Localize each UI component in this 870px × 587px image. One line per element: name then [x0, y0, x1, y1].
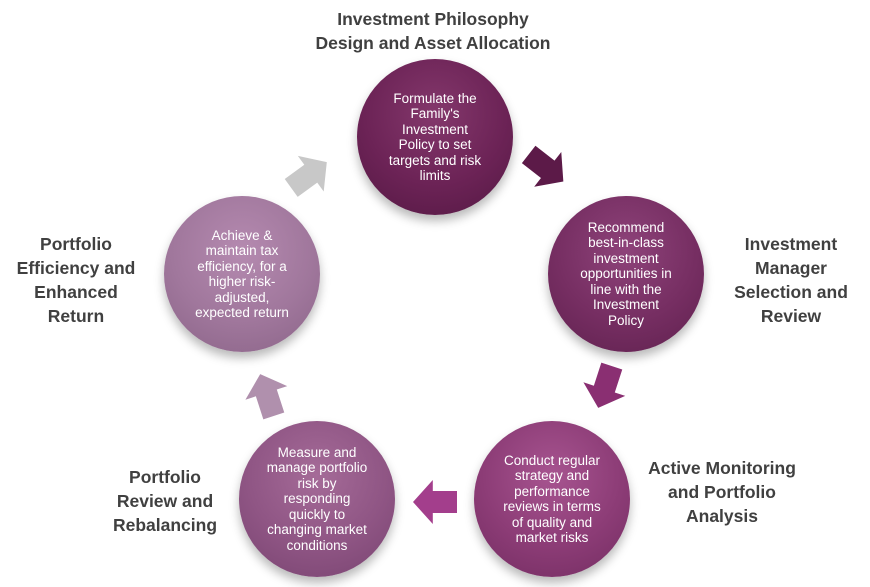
- step-label-investment-philosophy: Investment Philosophy Design and Asset A…: [315, 9, 551, 53]
- step-circle-investment-manager-selection: Recommend best-in-class investment oppor…: [548, 196, 704, 352]
- arrow-step5-to-step1-icon: [284, 155, 327, 197]
- step-label-portfolio-review: Portfolio Review and Rebalancing: [112, 467, 218, 535]
- step-text-portfolio-efficiency: Achieve & maintain tax efficiency, for a…: [195, 227, 289, 321]
- step-circle-portfolio-efficiency: Achieve & maintain tax efficiency, for a…: [164, 196, 320, 352]
- step-text-portfolio-review: Measure and manage portfolio risk by res…: [266, 444, 368, 553]
- step-label-portfolio-efficiency: Portfolio Efficiency and Enhanced Return: [16, 234, 136, 326]
- arrow-step4-to-step5-icon: [245, 374, 288, 420]
- arrow-shape: [413, 480, 457, 524]
- arrow-step2-to-step3-icon: [583, 362, 626, 408]
- arrow-shape: [284, 155, 327, 197]
- step-circle-investment-philosophy: Formulate the Family's Investment Policy…: [357, 59, 513, 215]
- arrow-step1-to-step2-icon: [521, 145, 564, 187]
- arrow-shape: [245, 374, 288, 420]
- arrow-shape: [583, 362, 626, 408]
- step-circle-portfolio-review: Measure and manage portfolio risk by res…: [239, 421, 395, 577]
- arrow-shape: [521, 145, 564, 187]
- step-text-active-monitoring: Conduct regular strategy and performance…: [503, 452, 601, 546]
- step-text-investment-manager-selection: Recommend best-in-class investment oppor…: [580, 219, 672, 328]
- step-circle-active-monitoring: Conduct regular strategy and performance…: [474, 421, 630, 577]
- step-label-investment-manager-selection: Investment Manager Selection and Review: [734, 234, 848, 326]
- step-text-investment-philosophy: Formulate the Family's Investment Policy…: [388, 90, 482, 184]
- arrow-step3-to-step4-icon: [413, 480, 457, 524]
- step-label-active-monitoring: Active Monitoring and Portfolio Analysis: [648, 458, 796, 526]
